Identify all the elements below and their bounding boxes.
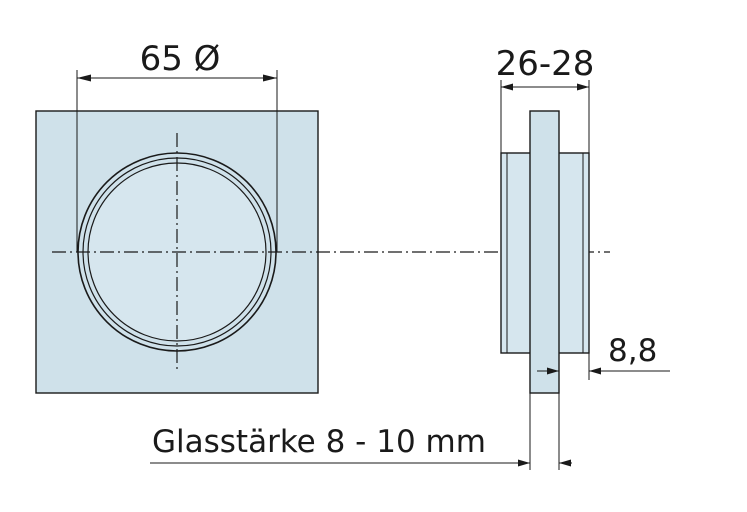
flange-dimension: 8,8 — [537, 333, 670, 393]
diameter-dimension: 65 Ø — [76, 39, 278, 252]
side-view — [500, 110, 590, 394]
flange-label: 8,8 — [608, 333, 657, 369]
glass-thickness-label: Glasstärke 8 - 10 mm — [152, 424, 486, 460]
depth-dimension: 26-28 — [496, 44, 595, 153]
depth-label: 26-28 — [496, 44, 595, 84]
diameter-label: 65 Ø — [140, 39, 221, 79]
glass-thickness-dimension: Glasstärke 8 - 10 mm — [150, 393, 572, 470]
glass-plate-side — [529, 110, 560, 394]
